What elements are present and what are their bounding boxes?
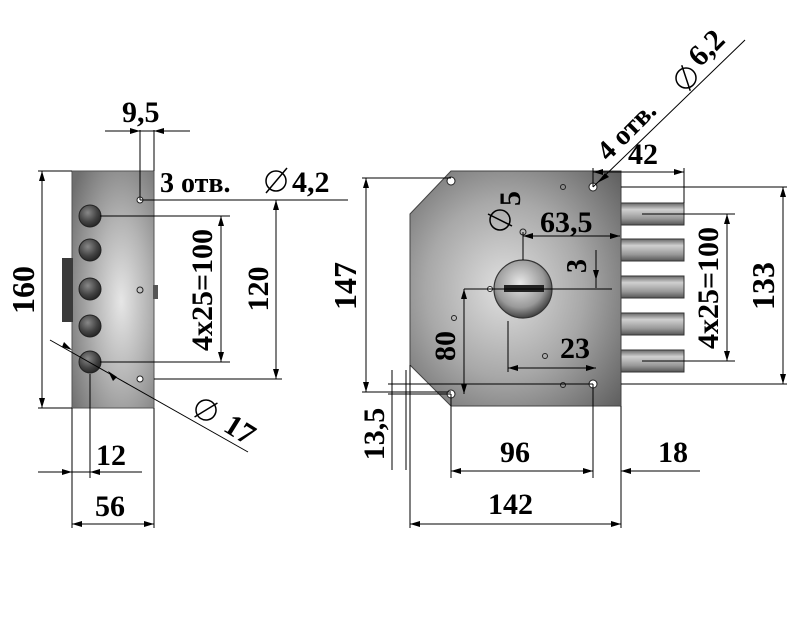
bolt-hole [78, 204, 102, 228]
dim-bottom-offset: 13,5 [358, 408, 391, 461]
rivet [560, 184, 566, 190]
dim-key-offset: 23 [560, 332, 590, 365]
dim-holes-dia: 4,2 [292, 166, 330, 199]
bolt-bar [617, 238, 685, 262]
dim-backset: 63,5 [540, 206, 593, 239]
front-view: 4 отв. 6,2 42 5 63,5 3 147 4x25=100 133 … [327, 23, 787, 528]
side-bolt-holes [78, 204, 102, 374]
dim-bolt-protrusion: 18 [658, 436, 688, 469]
diameter-symbol-icon [487, 209, 513, 231]
dim-height: 147 [327, 262, 363, 310]
front-dimension-lines [362, 39, 787, 528]
front-bolts [617, 202, 685, 373]
mount-hole [136, 375, 144, 383]
bolt-hole [78, 314, 102, 338]
bolt-hole [78, 238, 102, 262]
dim-holes-dia: 6,2 [682, 23, 732, 73]
dim-vertical: 80 [429, 331, 462, 361]
rivet [560, 382, 566, 388]
dim-hole-spacing: 96 [500, 436, 530, 469]
rivet [451, 315, 457, 321]
bolt-hole [78, 277, 102, 301]
side-arrows [39, 128, 279, 527]
side-view: 9,5 3 отв. 4,2 160 4x25=100 120 17 12 56 [5, 96, 348, 528]
dim-total-width: 142 [488, 488, 533, 521]
dim-hole-offset: 9,5 [122, 96, 160, 129]
side-dimension-lines [38, 130, 348, 528]
dim-outer: 133 [745, 262, 781, 310]
bolt-bar [617, 275, 685, 299]
mount-hole [446, 176, 456, 186]
diameter-symbol-icon [194, 399, 218, 421]
dim-height: 160 [5, 266, 41, 314]
dim-holes-note: 3 отв. [160, 168, 231, 199]
dim-bolt-pitch: 4x25=100 [692, 227, 725, 349]
diameter-symbol-icon [675, 65, 697, 91]
side-tab-right [153, 285, 158, 299]
diameter-symbol-icon [265, 167, 288, 194]
bolt-hole [78, 350, 102, 374]
dim-bolt-dia: 17 [218, 408, 261, 452]
front-arrows [363, 169, 786, 527]
dim-small: 3 [562, 259, 593, 273]
dim-top-offset: 42 [628, 138, 658, 171]
mount-hole [136, 286, 144, 294]
dim-cylinder-dia: 5 [494, 191, 527, 206]
dim-bolt-offset: 12 [96, 439, 126, 472]
dim-bolt-pitch: 4x25=100 [186, 229, 219, 351]
rivet [542, 353, 548, 359]
bolt-bar [617, 312, 685, 336]
dim-width: 56 [95, 490, 125, 523]
dim-hole-spacing: 120 [242, 267, 275, 312]
side-tab [62, 258, 73, 322]
